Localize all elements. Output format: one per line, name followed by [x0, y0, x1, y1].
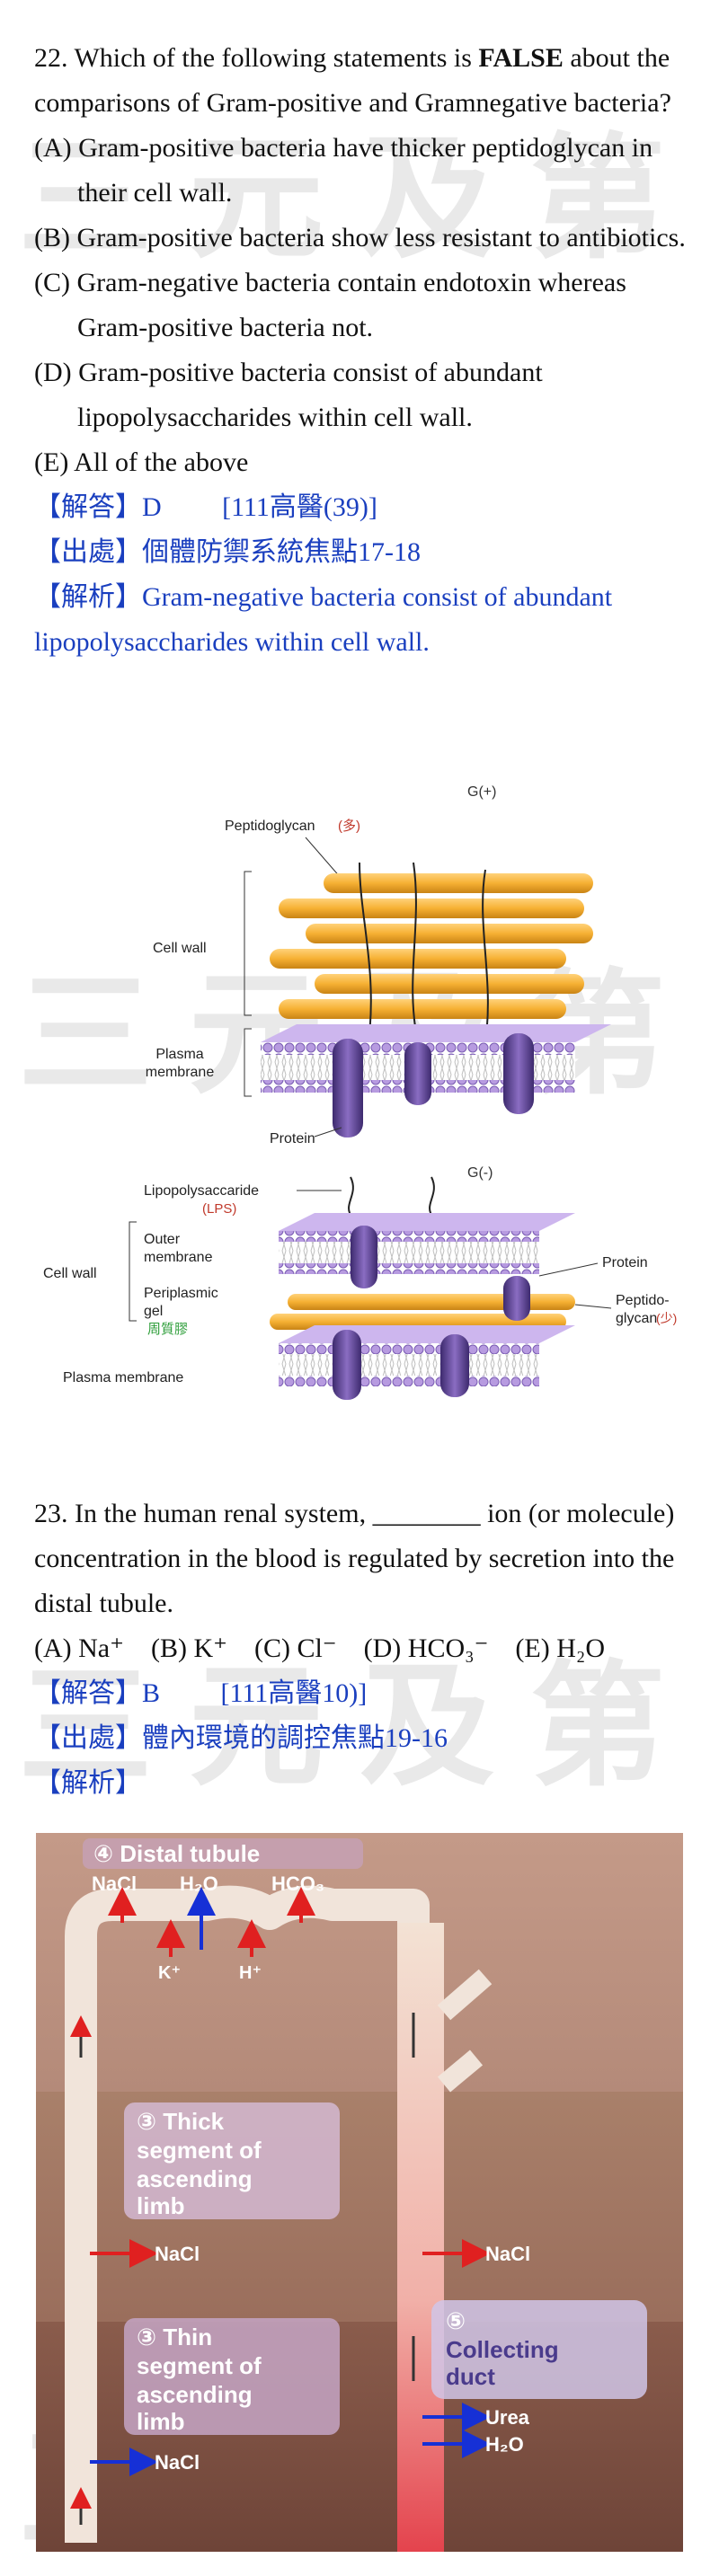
nacl-mid-left-label: NaCl [155, 2243, 200, 2265]
question-23: 23. In the human renal system, ________ … [34, 1492, 690, 1806]
q22-option-c: (C) Gram-negative bacteria contain endot… [34, 268, 626, 342]
nacl-top-label: NaCl [92, 1872, 137, 1895]
collect-label-b: Collecting [446, 2336, 559, 2363]
peptidoglycan-note: (多) [338, 819, 360, 834]
gpos-title: G(+) [467, 784, 496, 800]
thin-label-c: ascending [137, 2381, 253, 2408]
pepto-label-a: Peptido- [616, 1293, 670, 1308]
h-label: H⁺ [239, 1963, 262, 1983]
collect-label-c: duct [446, 2363, 495, 2390]
thin-label-d: limb [137, 2408, 184, 2435]
q23-explain: 【解析】 [34, 1768, 142, 1798]
lps-label-b: (LPS) [202, 1201, 236, 1217]
peptidoglycan-label: Peptidoglycan [225, 819, 315, 834]
q22-explanation: 【解析】Gram-negative bacteria consist of ab… [34, 582, 613, 657]
thick-label-b: segment of [137, 2137, 262, 2164]
q22-source: 【出處】個體防禦系統焦點17-18 [34, 537, 421, 567]
gneg-title: G(-) [467, 1165, 493, 1181]
peri-label-b: gel [144, 1304, 163, 1319]
q23-options: (A) Na⁺ (B) K⁺ (C) Cl⁻ (D) HCO₃⁻ (E) H₂O [34, 1633, 606, 1663]
gneg-protein-label: Protein [602, 1255, 648, 1270]
q22-answer: 【解答】D [111高醫(39)] [34, 492, 377, 522]
cell-wall-figure: G(+) Peptidoglycan (多) Cell wall Plasma … [43, 784, 677, 1400]
outer-label-b: membrane [144, 1250, 213, 1265]
gpos-cell-wall-label: Cell wall [153, 941, 207, 956]
pepto-label-b: glycan [616, 1311, 657, 1326]
watermark: 三元及第 [17, 1649, 701, 1805]
q22-option-b: (B) Gram-positive bacteria show less res… [34, 223, 686, 252]
gneg-plasma-label: Plasma membrane [63, 1370, 183, 1385]
q23-source: 【出處】體內環境的調控焦點19-16 [34, 1723, 448, 1753]
distal-tubule-label: ④ Distal tubule [93, 1840, 260, 1867]
k-label: K⁺ [158, 1963, 181, 1983]
thin-label-b: segment of [137, 2352, 262, 2379]
q23-answer: 【解答】B [111高醫10)] [34, 1678, 368, 1708]
lps-label: Lipopolysaccaride [144, 1183, 259, 1199]
watermark: 三元及第 [17, 121, 701, 278]
gneg-plasma-membrane [279, 1276, 575, 1400]
q22-option-a: (A) Gram-positive bacteria have thicker … [34, 133, 653, 208]
question-22: 22. Which of the following statements is… [34, 36, 690, 665]
outer-label-a: Outer [144, 1232, 181, 1247]
q22-option-e: (E) All of the above [34, 447, 249, 477]
gpos-plasma-membrane [261, 1024, 611, 1138]
h2o-top-label: H₂O [180, 1872, 218, 1895]
thin-label-a: ③ Thin [137, 2324, 212, 2350]
peri-label-a: Periplasmic [144, 1286, 218, 1301]
urea-label: Urea [485, 2406, 530, 2429]
q22-stem: 22. Which of the following statements is… [34, 43, 671, 118]
h2o-bottom-label: H₂O [485, 2433, 524, 2456]
gpos-peptidoglycan-rods [270, 862, 593, 1043]
peri-note: 周質膠 [147, 1321, 188, 1337]
collecting-duct [397, 1923, 444, 2552]
q22-option-d: (D) Gram-positive bacteria consist of ab… [34, 358, 543, 432]
pepto-note: (少) [656, 1311, 677, 1325]
nacl-mid-right-label: NaCl [485, 2243, 530, 2265]
gneg-cell-wall-label: Cell wall [43, 1266, 97, 1281]
plasma-label-a: Plasma [155, 1047, 203, 1062]
nacl-bottom-label: NaCl [155, 2451, 200, 2474]
q23-stem: 23. In the human renal system, ________ … [34, 1499, 675, 1618]
thick-label-a: ③ Thick [137, 2108, 225, 2135]
thick-label-d: limb [137, 2192, 184, 2219]
gneg-outer-membrane [279, 1213, 575, 1288]
plasma-label-b: membrane [146, 1065, 215, 1080]
nephron-figure: ④ Distal tubule NaCl H₂O HCO₃ K⁺ H⁺ ③ Th… [36, 1833, 683, 2552]
thick-label-c: ascending [137, 2165, 253, 2192]
hco3-top-label: HCO₃ [271, 1872, 324, 1895]
gpos-protein-label: Protein [270, 1131, 315, 1146]
collect-label-a: ⑤ [446, 2307, 466, 2334]
